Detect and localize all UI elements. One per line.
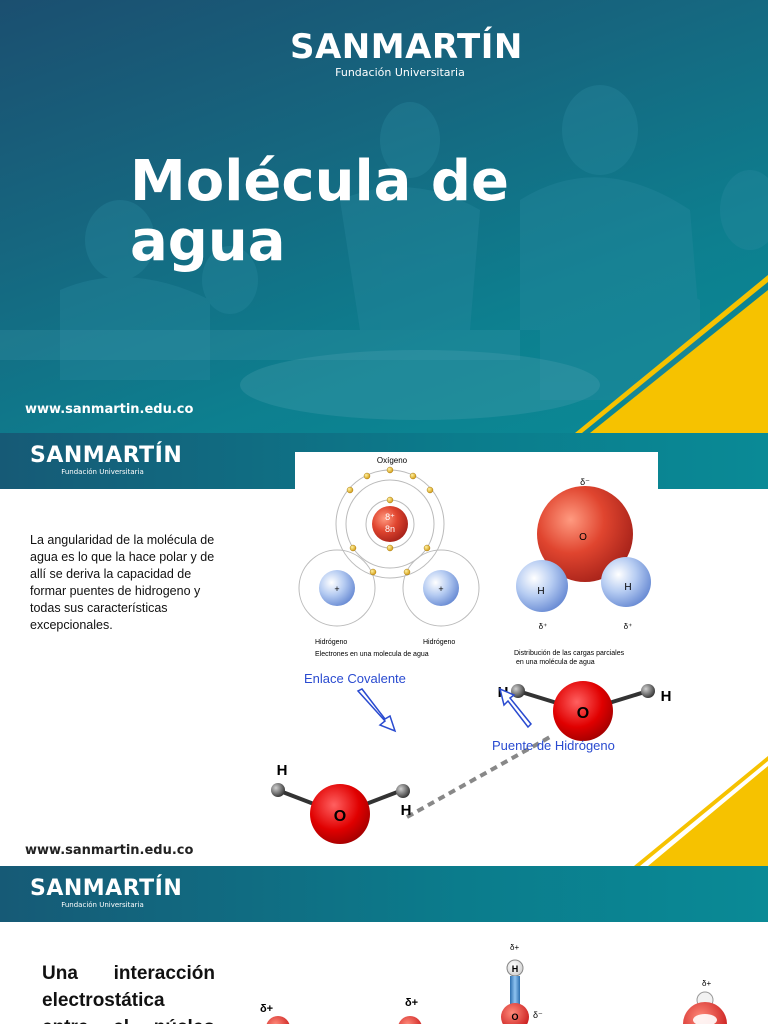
website-url: www.sanmartin.edu.co: [25, 843, 194, 858]
delta-plus-label-right: δ⁺: [624, 622, 633, 631]
slide-title: Molécula de agua: [130, 149, 509, 274]
hydrogen-symbol: H: [537, 586, 544, 597]
content-slide-electrostatic: SANMARTÍN Fundación Universitaria Una in…: [0, 866, 768, 1024]
delta-minus-label: δ⁻: [580, 477, 590, 487]
header-band: SANMARTÍN Fundación Universitaria: [0, 866, 768, 922]
website-url: www.sanmartin.edu.co: [25, 402, 194, 417]
brand-name: SANMARTÍN: [30, 443, 183, 468]
hydrogen-label-right: Hidrógeno: [423, 639, 455, 646]
arrow-icon: [356, 688, 397, 733]
hydrogen-symbol: H: [661, 688, 672, 705]
content-slide-polarity: SANMARTÍN Fundación Universitaria La ang…: [0, 433, 768, 866]
hydrogen-bond-diagram: O H H O H H Enlace Covalente Puente de H…: [250, 669, 690, 854]
oxygen-symbol: O: [511, 1012, 518, 1022]
slide-paragraph: Una interacción electrostática entre el …: [42, 963, 215, 1024]
classroom-photo-background: [0, 85, 768, 433]
sanmartin-logo: SANMARTÍN Fundación Universitaria: [290, 27, 523, 79]
hydrogen-nucleus-right: [423, 570, 459, 606]
hydrogen-nucleus-left: [319, 570, 355, 606]
hydrogen-symbol: H: [401, 802, 412, 819]
oxygen-symbol: O: [577, 705, 589, 722]
oxygen-atom-bottom: [310, 784, 370, 844]
molecule-illustrations: δ+ δ+ δ+ H O δ⁻ δ+: [260, 943, 727, 1024]
slide-paragraph: La angularidad de la molécula de agua es…: [30, 533, 215, 632]
hydrogen-label-left: Hidrógeno: [315, 639, 347, 646]
delta-plus-label: δ+: [405, 997, 418, 1009]
title-slide: SANMARTÍN Fundación Universitaria Molécu…: [0, 0, 768, 433]
plus-sign: +: [334, 584, 339, 594]
sanmartin-logo: SANMARTÍN Fundación Universitaria: [30, 876, 183, 910]
delta-minus-label: δ⁻: [533, 1010, 543, 1020]
oxygen-label: Oxígeno: [377, 456, 408, 465]
hydrogen-atom-left: [516, 560, 568, 612]
oxygen-atom: [537, 486, 633, 582]
covalent-bond-label: Enlace Covalente: [304, 671, 406, 686]
oxygen-nucleus: [372, 506, 408, 542]
brand-subtitle: Fundación Universitaria: [335, 66, 465, 79]
hydrogen-bond-line: [406, 735, 551, 819]
diagram-caption-right: Distribución de las cargas parciales: [514, 650, 625, 657]
oxygen-symbol: O: [334, 808, 346, 825]
plus-sign: +: [438, 584, 443, 594]
delta-plus-label: δ+: [510, 943, 519, 952]
nucleus-neutrons: 8n: [385, 524, 395, 534]
arrow-icon: [498, 687, 533, 729]
hydrogen-symbol: H: [624, 582, 631, 593]
hydrogen-symbol: H: [512, 964, 519, 974]
diagram-caption-right-2: en una molécula de agua: [516, 659, 595, 666]
delta-plus-label: δ+: [702, 979, 711, 988]
oxygen-atom-top: [553, 681, 613, 741]
electrons: [346, 466, 434, 576]
hydrogen-atom-right: [601, 557, 651, 607]
brand-subtitle: Fundación Universitaria: [61, 901, 144, 909]
brand-name: SANMARTÍN: [290, 27, 523, 67]
water-molecule-diagram: Oxígeno 8⁺ 8n + + Hidrógeno Hidrógeno El…: [295, 452, 658, 676]
sanmartin-logo: SANMARTÍN Fundación Universitaria: [30, 443, 183, 477]
nucleus-protons: 8⁺: [385, 512, 395, 522]
delta-plus-label-left: δ⁺: [539, 622, 548, 631]
oxygen-symbol: O: [579, 532, 587, 543]
hydrogen-bond-label: Puente de Hidrógeno: [492, 738, 615, 753]
yellow-corner-accent: [634, 756, 768, 866]
diagram-caption-left: Electrones en una molecula de agua: [315, 651, 429, 658]
hydrogen-symbol: H: [277, 762, 288, 779]
brand-subtitle: Fundación Universitaria: [61, 468, 144, 476]
brand-name: SANMARTÍN: [30, 876, 183, 901]
delta-plus-label: δ+: [260, 1003, 273, 1015]
